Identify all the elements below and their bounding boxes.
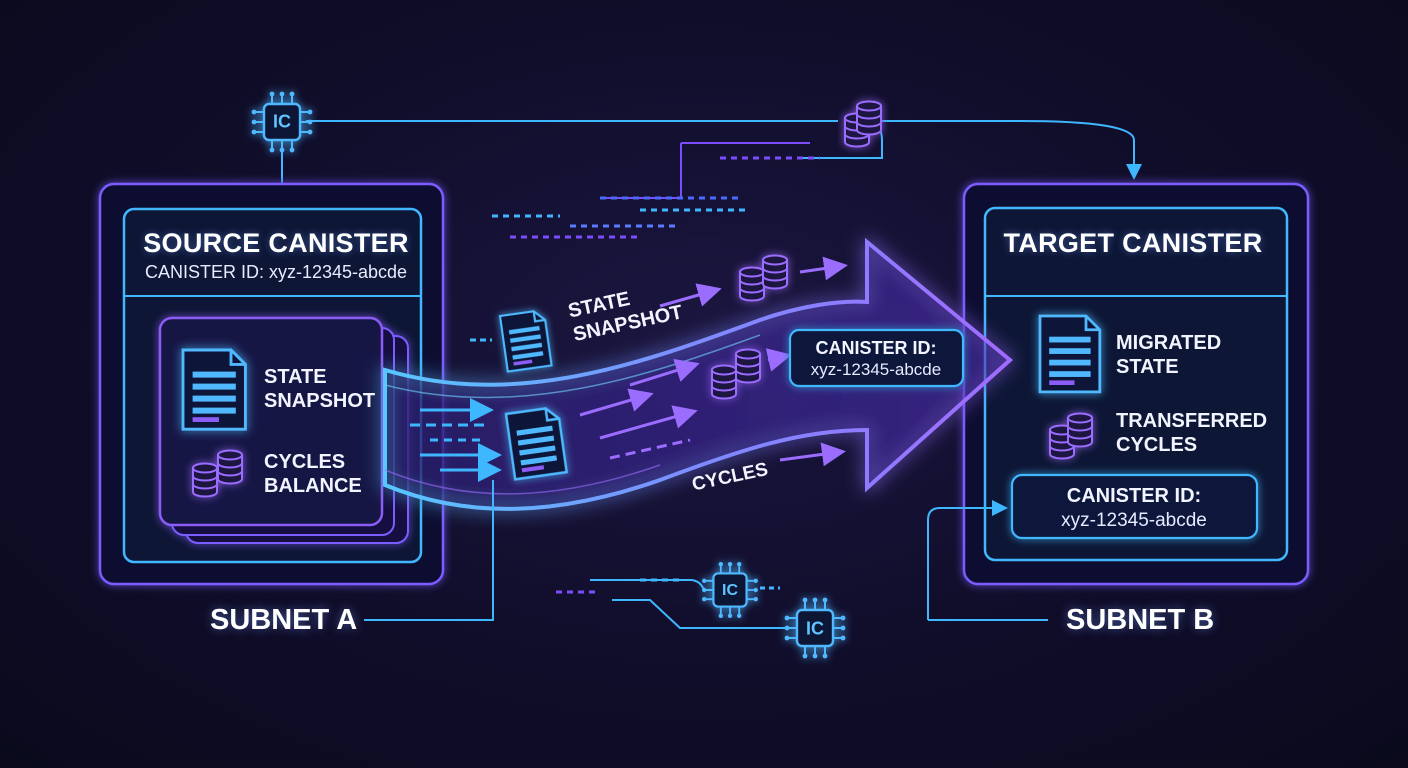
flow-id-value: xyz-12345-abcde — [810, 360, 942, 379]
document-icon-flow-1 — [498, 308, 553, 373]
source-title: SOURCE CANISTER — [143, 228, 409, 258]
bottom-connectors — [364, 480, 1048, 629]
data-dashes-top — [492, 156, 820, 239]
target-id-value: xyz-12345-abcde — [1061, 510, 1207, 531]
flow-id-label: CANISTER ID: — [815, 338, 937, 358]
target-id-box — [1010, 473, 1259, 540]
target-cycles-label: TRANSFERRED CYCLES — [1116, 410, 1268, 456]
target-id-label: CANISTER ID: — [1066, 485, 1202, 507]
target-title: TARGET CANISTER — [1003, 228, 1263, 258]
chip-label-bottom-1: IC — [722, 582, 738, 599]
chip-label-bottom-2: IC — [806, 618, 824, 639]
document-icon-flow-2 — [504, 405, 568, 481]
coins-icon-top — [844, 100, 882, 148]
source-canister-id: CANISTER ID: xyz-12345-abcde — [144, 262, 408, 282]
flow-id-badge — [788, 328, 965, 388]
source-state-label: STATE SNAPSHOT — [264, 366, 376, 412]
subnet-a-label: SUBNET A — [210, 604, 358, 636]
source-cycles-label: CYCLES BALANCE — [264, 451, 362, 497]
chip-label-top: IC — [273, 111, 291, 132]
document-icon-source — [181, 348, 247, 431]
target-state-label: MIGRATED STATE — [1116, 332, 1222, 378]
subnet-b-label: SUBNET B — [1066, 604, 1215, 636]
data-dashes-bottom — [556, 578, 780, 594]
data-streaks — [410, 256, 848, 482]
coins-icon-flow-1 — [739, 254, 788, 302]
document-icon-target — [1038, 314, 1102, 394]
